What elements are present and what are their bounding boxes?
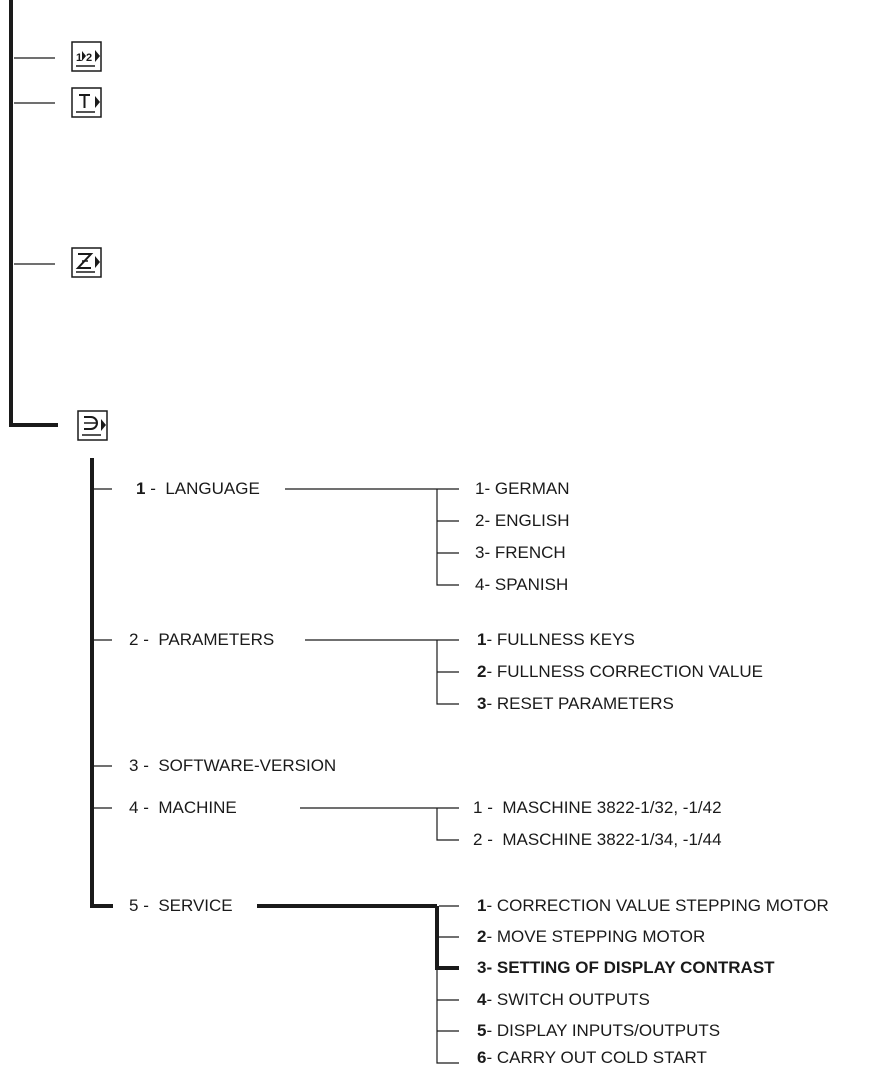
submenu-item-number: 1: [477, 630, 487, 649]
submenu-item-display-inputs-outputs[interactable]: 5- DISPLAY INPUTS/OUTPUTS: [477, 1021, 720, 1041]
submenu-item-number: 3: [477, 958, 487, 977]
submenu-item-number: 1: [475, 479, 485, 498]
submenu-item-fullness-keys[interactable]: 1- FULLNESS KEYS: [477, 630, 635, 650]
submenu-item-reset-parameters[interactable]: 3- RESET PARAMETERS: [477, 694, 674, 714]
submenu-item-number: 2: [473, 830, 483, 849]
step-12-icon[interactable]: 1 2: [71, 41, 102, 72]
submenu-item-label: SETTING OF DISPLAY CONTRAST: [496, 958, 775, 977]
menu-item-number: 2: [129, 630, 139, 649]
menu-item-number: 4: [129, 798, 139, 817]
submenu-item-number: 5: [477, 1021, 487, 1040]
menu-item-label: MACHINE: [158, 798, 237, 817]
submenu-item-separator: -: [486, 896, 497, 915]
submenu-item-separator: -: [482, 798, 503, 817]
t-menu-icon[interactable]: [71, 87, 102, 118]
menu-item-machine[interactable]: 4 - MACHINE: [129, 798, 237, 818]
submenu-item-separator: -: [484, 543, 495, 562]
submenu-item-correction-value-stepping-motor[interactable]: 1- CORRECTION VALUE STEPPING MOTOR: [477, 896, 829, 916]
submenu-item-spanish[interactable]: 4- SPANISH: [475, 575, 568, 595]
menu-item-parameters[interactable]: 2 - PARAMETERS: [129, 630, 274, 650]
submenu-item-label: FULLNESS KEYS: [496, 630, 635, 649]
submenu-item-number: 1: [473, 798, 483, 817]
submenu-item-label: CORRECTION VALUE STEPPING MOTOR: [496, 896, 829, 915]
menu-item-separator: -: [138, 896, 159, 915]
submenu-item-number: 2: [477, 927, 487, 946]
submenu-item-machine-3822-34-44[interactable]: 2 - MASCHINE 3822-1/34, -1/44: [473, 830, 722, 850]
menu-item-separator: -: [138, 756, 159, 775]
submenu-item-number: 1: [477, 896, 487, 915]
submenu-item-machine-3822-32-42[interactable]: 1 - MASCHINE 3822-1/32, -1/42: [473, 798, 722, 818]
submenu-item-label: SWITCH OUTPUTS: [496, 990, 650, 1009]
submenu-item-separator: -: [484, 511, 495, 530]
submenu-item-separator: -: [486, 927, 497, 946]
submenu-item-separator: -: [486, 694, 497, 713]
submenu-item-number: 2: [475, 511, 485, 530]
submenu-item-fullness-correction-value[interactable]: 2- FULLNESS CORRECTION VALUE: [477, 662, 763, 682]
menu-item-service[interactable]: 5 - SERVICE: [129, 896, 233, 916]
submenu-item-french[interactable]: 3- FRENCH: [475, 543, 566, 563]
submenu-item-label: MASCHINE 3822-1/32, -1/42: [502, 798, 722, 817]
submenu-item-separator: -: [486, 1048, 497, 1067]
submenu-item-label: DISPLAY INPUTS/OUTPUTS: [496, 1021, 721, 1040]
submenu-item-label: MOVE STEPPING MOTOR: [496, 927, 706, 946]
submenu-item-label: FRENCH: [494, 543, 566, 562]
service-trunk-line: [90, 458, 113, 908]
menu-item-number: 1: [136, 479, 146, 498]
submenu-item-switch-outputs[interactable]: 4- SWITCH OUTPUTS: [477, 990, 650, 1010]
service-sub-trunk-bottom: [436, 970, 459, 1064]
menu-item-label: SERVICE: [158, 896, 233, 915]
submenu-item-separator: -: [486, 990, 497, 1009]
submenu-item-number: 4: [475, 575, 485, 594]
submenu-item-number: 3: [477, 694, 487, 713]
submenu-item-label: ENGLISH: [494, 511, 570, 530]
menu-item-separator: -: [138, 798, 159, 817]
submenu-item-label: SPANISH: [494, 575, 569, 594]
menu-item-number: 5: [129, 896, 139, 915]
submenu-item-number: 4: [477, 990, 487, 1009]
submenu-item-setting-of-display-contrast[interactable]: 3- SETTING OF DISPLAY CONTRAST: [477, 958, 775, 978]
submenu-item-separator: -: [484, 575, 495, 594]
menu-item-software-version[interactable]: 3 - SOFTWARE-VERSION: [129, 756, 336, 776]
submenu-item-separator: -: [486, 1021, 497, 1040]
submenu-item-move-stepping-motor[interactable]: 2- MOVE STEPPING MOTOR: [477, 927, 705, 947]
menu-item-separator: -: [145, 479, 166, 498]
z-menu-icon[interactable]: [71, 247, 102, 278]
submenu-item-english[interactable]: 2- ENGLISH: [475, 511, 570, 531]
svg-text:2: 2: [86, 52, 92, 64]
submenu-item-separator: -: [482, 830, 503, 849]
submenu-item-label: FULLNESS CORRECTION VALUE: [496, 662, 763, 681]
submenu-item-label: RESET PARAMETERS: [496, 694, 674, 713]
submenu-item-separator: -: [486, 630, 497, 649]
menu-item-language[interactable]: 1 - LANGUAGE: [136, 479, 260, 499]
service-menu-icon[interactable]: [77, 410, 108, 441]
submenu-item-separator: -: [484, 479, 495, 498]
main-trunk-line: [9, 0, 58, 427]
menu-item-separator: -: [138, 630, 159, 649]
submenu-item-number: 3: [475, 543, 485, 562]
menu-item-label: PARAMETERS: [158, 630, 275, 649]
submenu-item-number: 2: [477, 662, 487, 681]
submenu-item-label: CARRY OUT COLD START: [496, 1048, 707, 1067]
submenu-item-separator: -: [486, 662, 497, 681]
svg-text:1: 1: [76, 52, 82, 64]
menu-item-label: SOFTWARE-VERSION: [158, 756, 337, 775]
menu-item-number: 3: [129, 756, 139, 775]
submenu-item-label: GERMAN: [494, 479, 570, 498]
submenu-item-separator: -: [486, 958, 497, 977]
submenu-item-label: MASCHINE 3822-1/34, -1/44: [502, 830, 722, 849]
menu-item-label: LANGUAGE: [165, 479, 260, 498]
submenu-item-german[interactable]: 1- GERMAN: [475, 479, 569, 499]
submenu-item-carry-out-cold-start[interactable]: 6- CARRY OUT COLD START: [477, 1048, 707, 1068]
language-sub-trunk: [436, 489, 459, 586]
machine-sub-trunk: [436, 808, 459, 841]
submenu-item-number: 6: [477, 1048, 487, 1067]
parameters-sub-trunk: [436, 640, 459, 705]
